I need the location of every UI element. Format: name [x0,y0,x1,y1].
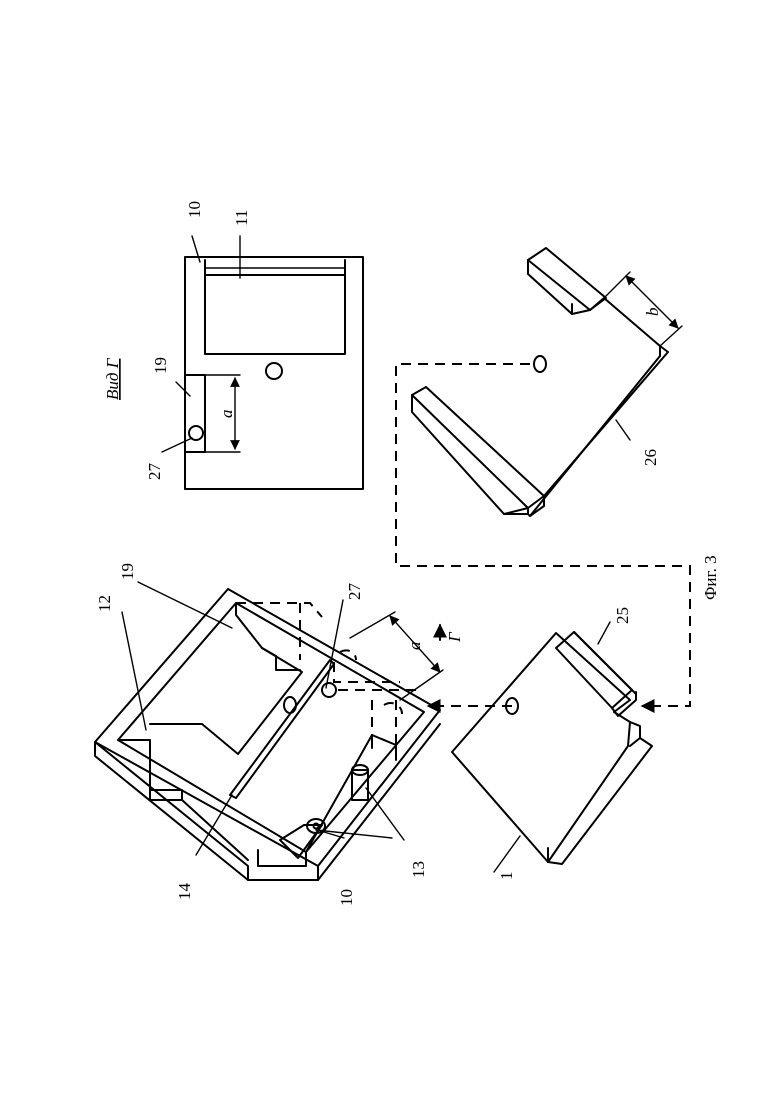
label-14: 14 [175,883,194,901]
dimension-a-view: a [217,410,236,419]
label-12: 12 [95,595,114,612]
label-10-iso: 10 [337,889,356,906]
dimension-b: b [643,308,662,317]
part-26-drawing [412,248,682,516]
housing-drawing [95,582,443,880]
view-g-drawing [162,236,363,489]
label-26: 26 [641,449,660,466]
figure-caption: Фиг. 3 [701,555,720,600]
view-title: Вид Г [103,357,122,400]
label-27-iso: 27 [345,583,364,601]
label-19-view: 19 [151,357,170,374]
label-1: 1 [497,872,516,881]
label-10-view: 10 [185,201,204,218]
dimension-a-iso: a [405,642,424,651]
label-25: 25 [613,607,632,624]
plate-1-drawing [452,622,652,872]
label-11: 11 [232,210,251,226]
label-13: 13 [409,861,428,878]
arrow-g-label: Г [445,631,464,643]
assembly-lines [396,364,690,706]
label-27-view: 27 [145,463,164,481]
label-19-iso: 19 [118,563,137,580]
